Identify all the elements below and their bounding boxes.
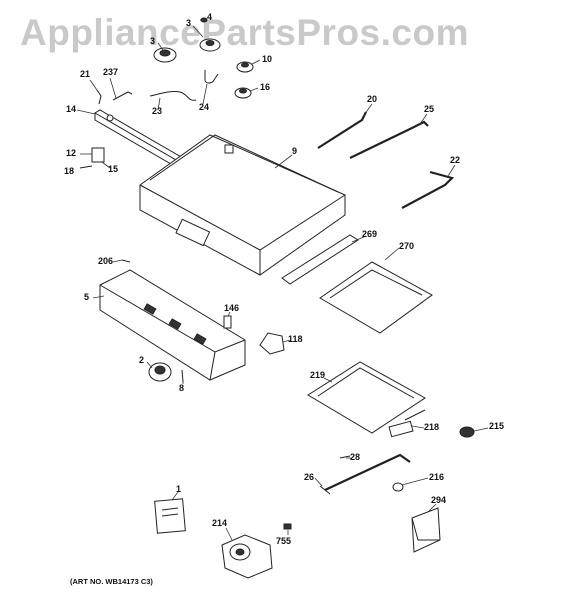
callout-3-left: 3	[150, 36, 156, 46]
bracket-294[interactable]	[411, 507, 441, 553]
callout-216: 216	[429, 472, 445, 482]
callout-237: 237	[103, 67, 119, 77]
panel-270[interactable]	[319, 261, 433, 334]
art-number: (ART NO. WB14173 C3)	[70, 577, 153, 586]
callout-215: 215	[489, 421, 505, 431]
screw-28[interactable]	[339, 455, 351, 459]
manifold-panel-5[interactable]	[99, 269, 246, 381]
burner-head-16[interactable]	[234, 87, 252, 99]
callout-146: 146	[224, 303, 240, 313]
callout-1: 1	[176, 484, 182, 494]
callout-14: 14	[66, 104, 77, 114]
callout-18: 18	[64, 166, 75, 176]
callout-22: 22	[450, 155, 461, 165]
ignitor-218[interactable]	[388, 409, 426, 438]
callout-10: 10	[262, 54, 273, 64]
burner-head-10[interactable]	[236, 61, 254, 73]
burner-box-9[interactable]	[139, 134, 346, 276]
bracket-12-15[interactable]	[79, 147, 105, 169]
callout-270: 270	[399, 241, 415, 251]
burner-head-3-right[interactable]	[199, 38, 221, 52]
callout-21: 21	[80, 69, 91, 79]
callout-16: 16	[260, 82, 271, 92]
broil-burner-26[interactable]	[319, 453, 411, 495]
tube-237[interactable]	[112, 91, 133, 101]
callout-118: 118	[288, 334, 303, 344]
callout-294: 294	[431, 495, 447, 505]
callout-269: 269	[362, 229, 378, 239]
panel-269[interactable]	[281, 234, 359, 285]
screw-206[interactable]	[121, 259, 131, 263]
tube-25[interactable]	[349, 120, 429, 159]
valve-21[interactable]	[96, 89, 102, 105]
bracket-118[interactable]	[259, 332, 285, 355]
callout-15: 15	[108, 164, 119, 174]
callout-5: 5	[84, 292, 90, 302]
callout-26: 26	[304, 472, 315, 482]
switch-146[interactable]	[223, 315, 232, 329]
manual-1[interactable]	[154, 498, 186, 534]
orifice-tube-24[interactable]	[204, 70, 219, 84]
leader-lines	[76, 19, 489, 541]
burner-head-3-left[interactable]	[153, 47, 177, 63]
watermark-text: AppliancePartsPros.com	[20, 12, 469, 53]
part-755[interactable]	[283, 523, 292, 530]
callout-218: 218	[424, 422, 440, 432]
callout-12: 12	[66, 148, 77, 158]
callout-4: 4	[207, 12, 213, 22]
callout-2: 2	[139, 355, 145, 365]
callout-8: 8	[179, 383, 185, 393]
panel-219[interactable]	[307, 361, 426, 434]
callout-23: 23	[152, 106, 163, 116]
tube-20[interactable]	[317, 111, 367, 149]
orifice-tube-23[interactable]	[149, 91, 197, 101]
callout-25: 25	[424, 104, 435, 114]
callout-20: 20	[367, 94, 378, 104]
part-215[interactable]	[459, 426, 475, 438]
valve-regulator-214[interactable]	[221, 534, 273, 579]
callout-214: 214	[212, 518, 228, 528]
callout-755: 755	[276, 536, 292, 546]
callout-219: 219	[310, 370, 326, 380]
knob-2[interactable]	[148, 362, 172, 382]
part-216[interactable]	[392, 482, 404, 492]
callout-3-right: 3	[186, 18, 192, 28]
callout-28: 28	[350, 452, 361, 462]
callout-24: 24	[199, 102, 210, 112]
tube-22[interactable]	[401, 170, 455, 209]
callout-9: 9	[292, 146, 298, 156]
callout-206: 206	[98, 256, 114, 266]
